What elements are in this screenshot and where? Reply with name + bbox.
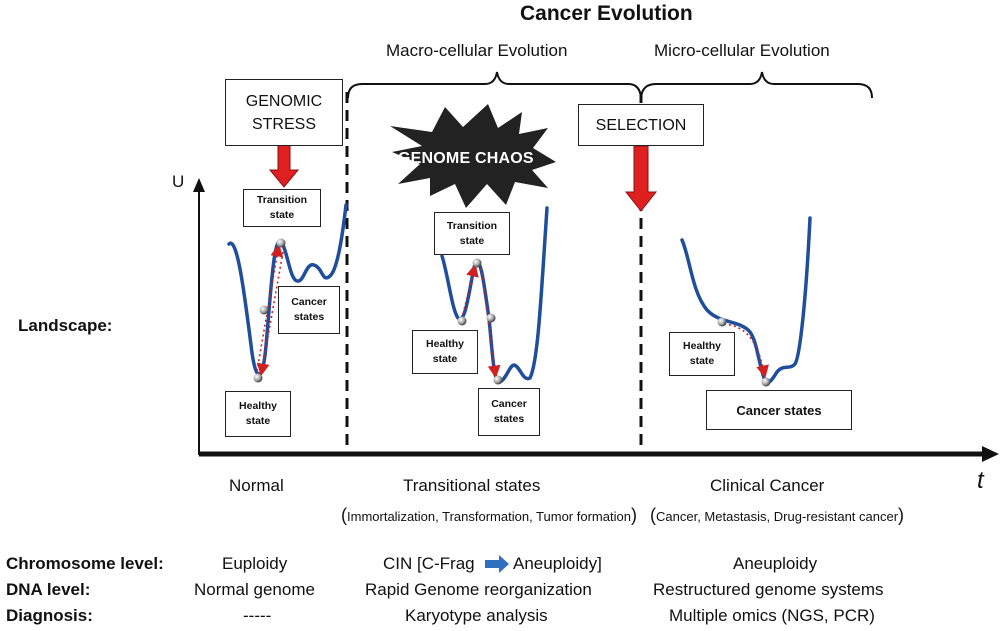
stage-clinical-sub: (Cancer, Metastasis, Drug-resistant canc…	[650, 505, 905, 525]
chromosome-transitional-pre: CIN [C-Frag	[383, 554, 475, 573]
ball-trans-top	[472, 258, 482, 268]
genomic-stress-box: GENOMIC STRESS	[225, 79, 343, 146]
selection-box: SELECTION	[578, 104, 704, 146]
ball-normal-top	[276, 238, 286, 248]
ball-clinical-bottom	[761, 377, 771, 387]
dna-transitional: Rapid Genome reorganization	[365, 580, 592, 599]
time-axis-label: t	[977, 467, 984, 494]
micro-brace	[640, 71, 873, 99]
transitional-sub-text: Immortalization, Transformation, Tumor f…	[347, 509, 631, 524]
genome-chaos-burst	[390, 104, 556, 208]
macro-evolution-label: Macro-cellular Evolution	[386, 41, 568, 60]
selection-arrow	[624, 145, 658, 212]
row-label-diagnosis: Diagnosis:	[6, 606, 93, 625]
landscape-label: Landscape:	[18, 316, 113, 335]
y-axis-arrowhead	[193, 178, 205, 192]
diagnosis-clinical: Multiple omics (NGS, PCR)	[669, 606, 875, 625]
chromosome-normal: Euploidy	[222, 554, 288, 573]
stage-transitional-sub: (Immortalization, Transformation, Tumor …	[341, 505, 637, 525]
ball-trans-mid	[486, 313, 496, 323]
diagnosis-transitional: Karyotype analysis	[405, 606, 548, 625]
c-frag-to-aneuploidy-arrow	[485, 555, 509, 573]
ball-normal-mid	[259, 305, 269, 315]
normal-healthy-state-box: Healthy state	[225, 391, 291, 437]
stage-normal: Normal	[229, 476, 284, 495]
trans-transition-state-box: Transition state	[434, 212, 510, 255]
chromosome-clinical: Aneuploidy	[733, 554, 818, 573]
ball-normal-bottom	[253, 373, 263, 383]
transition-path-clinical	[723, 323, 769, 379]
dna-clinical: Restructured genome systems	[653, 580, 884, 599]
figure-title: Cancer Evolution	[520, 2, 693, 25]
genomic-stress-arrow	[268, 144, 300, 188]
diagnosis-normal: -----	[243, 606, 272, 625]
macro-brace	[347, 71, 642, 99]
dna-normal: Normal genome	[194, 580, 315, 599]
ball-trans-bottom	[493, 375, 503, 385]
chromosome-transitional-post: Aneuploidy]	[513, 554, 602, 573]
genome-chaos-label: GENOME CHAOS	[398, 150, 534, 167]
y-axis-label: U	[172, 172, 185, 191]
clinical-sub-text: Cancer, Metastasis, Drug-resistant cance…	[656, 509, 899, 524]
micro-evolution-label: Micro-cellular Evolution	[654, 41, 830, 60]
row-label-chromosome: Chromosome level:	[6, 554, 164, 573]
trans-cancer-states-box: Cancer states	[478, 388, 540, 436]
ball-clinical-top	[717, 317, 727, 327]
clinical-healthy-state-box: Healthy state	[669, 332, 735, 376]
ball-trans-left	[457, 316, 467, 326]
normal-transition-state-box: Transition state	[243, 189, 321, 227]
row-label-dna: DNA level:	[6, 580, 91, 599]
clinical-cancer-states-box: Cancer states	[706, 390, 852, 430]
normal-cancer-states-box: Cancer states	[278, 286, 340, 334]
time-axis-arrowhead	[982, 446, 999, 462]
stage-clinical: Clinical Cancer	[710, 476, 825, 495]
stage-transitional: Transitional states	[403, 476, 541, 495]
trans-healthy-state-box: Healthy state	[412, 330, 478, 374]
